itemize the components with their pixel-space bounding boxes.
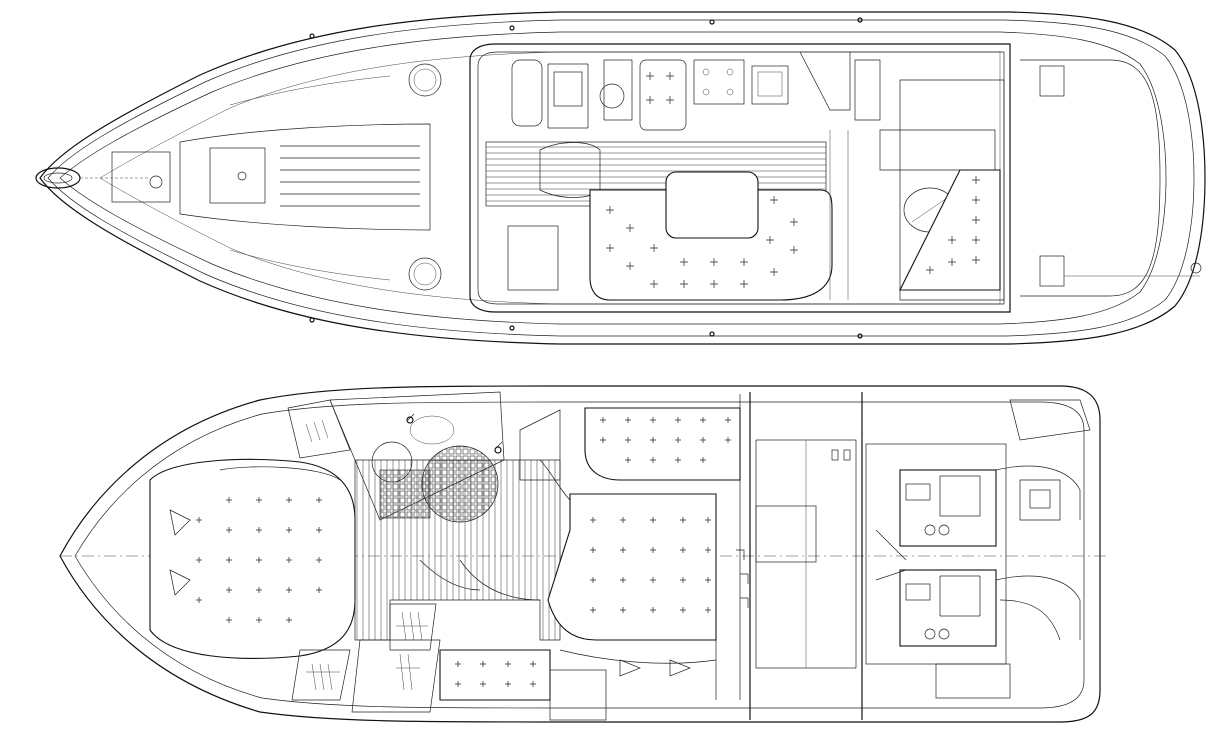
lower-deck-plan-view xyxy=(59,385,1110,723)
deck-hatches xyxy=(408,63,442,291)
anchor-locker xyxy=(35,151,171,203)
galley-cabinet xyxy=(736,392,863,720)
deck-hull-outline xyxy=(39,11,1206,345)
swim-platform xyxy=(1020,59,1202,297)
aft-sunbed xyxy=(879,79,1005,301)
deck-stanchions xyxy=(309,17,863,339)
starboard-settee xyxy=(351,603,717,721)
forward-berth xyxy=(149,458,356,659)
mid-cabin-berth xyxy=(547,394,741,700)
lower-hull-outline xyxy=(59,385,1101,723)
helm-console xyxy=(511,59,789,131)
starboard-engine xyxy=(875,569,1081,647)
forward-lockers xyxy=(287,399,351,701)
companionway xyxy=(799,51,881,300)
port-settee xyxy=(519,407,741,501)
deck-toerail xyxy=(59,31,1167,325)
head-compartment xyxy=(329,391,505,523)
windscreen-frame xyxy=(469,43,1011,313)
shower-grate xyxy=(421,445,499,523)
engine-room xyxy=(865,399,1091,699)
port-engine xyxy=(875,465,1081,561)
foredeck-sunpad xyxy=(179,75,431,281)
cockpit-dinette xyxy=(507,171,833,301)
deck-plan-view xyxy=(35,11,1206,345)
deck-rubrail-inner xyxy=(47,19,1195,337)
helm-seat-cushions xyxy=(646,72,674,104)
